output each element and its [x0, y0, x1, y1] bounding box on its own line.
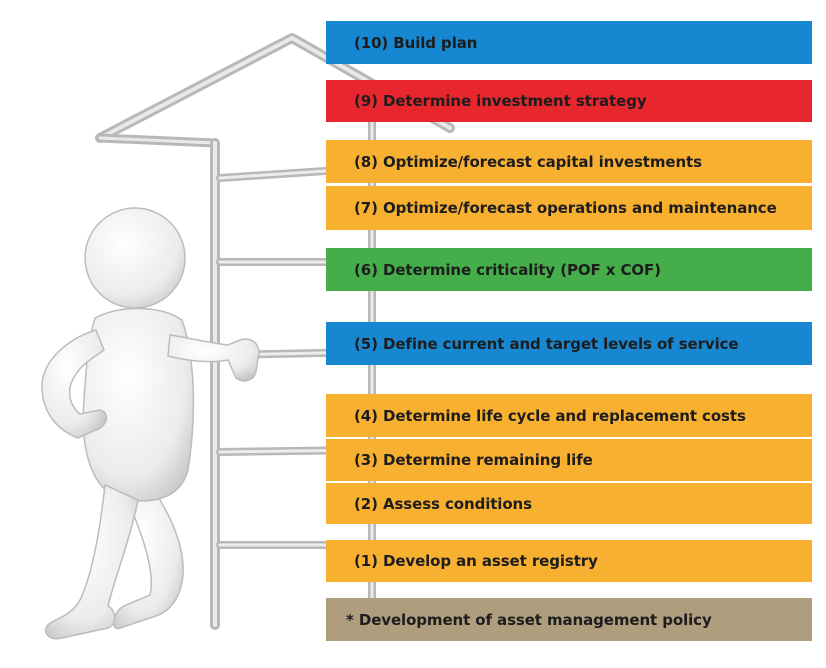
step-2-assess-conditions: (2) Assess conditions: [326, 483, 812, 524]
step-4-life-cycle-costs: (4) Determine life cycle and replacement…: [326, 394, 812, 437]
step-label: (10) Build plan: [354, 33, 478, 52]
step-7-operations-maintenance: (7) Optimize/forecast operations and mai…: [326, 186, 812, 230]
policy-label: * Development of asset management policy: [346, 610, 712, 629]
step-5-levels-of-service: (5) Define current and target levels of …: [326, 322, 812, 365]
step-10-build-plan: (10) Build plan: [326, 21, 812, 64]
step-label: (2) Assess conditions: [354, 494, 532, 513]
step-label: (5) Define current and target levels of …: [354, 334, 739, 353]
step-label: (3) Determine remaining life: [354, 451, 593, 469]
step-label: (8) Optimize/forecast capital investment…: [354, 152, 702, 171]
step-8-capital-investments: (8) Optimize/forecast capital investment…: [326, 140, 812, 183]
asset-management-policy-bar: * Development of asset management policy: [326, 598, 812, 641]
step-label: (7) Optimize/forecast operations and mai…: [354, 199, 777, 217]
step-1-asset-registry: (1) Develop an asset registry: [326, 540, 812, 582]
step-9-investment-strategy: (9) Determine investment strategy: [326, 80, 812, 122]
step-label: (1) Develop an asset registry: [354, 552, 598, 570]
step-label: (9) Determine investment strategy: [354, 92, 647, 110]
step-label: (6) Determine criticality (POF x COF): [354, 260, 661, 279]
step-3-remaining-life: (3) Determine remaining life: [326, 439, 812, 481]
stick-figure: [41, 207, 260, 640]
step-6-determine-criticality: (6) Determine criticality (POF x COF): [326, 248, 812, 291]
step-label: (4) Determine life cycle and replacement…: [354, 406, 746, 425]
